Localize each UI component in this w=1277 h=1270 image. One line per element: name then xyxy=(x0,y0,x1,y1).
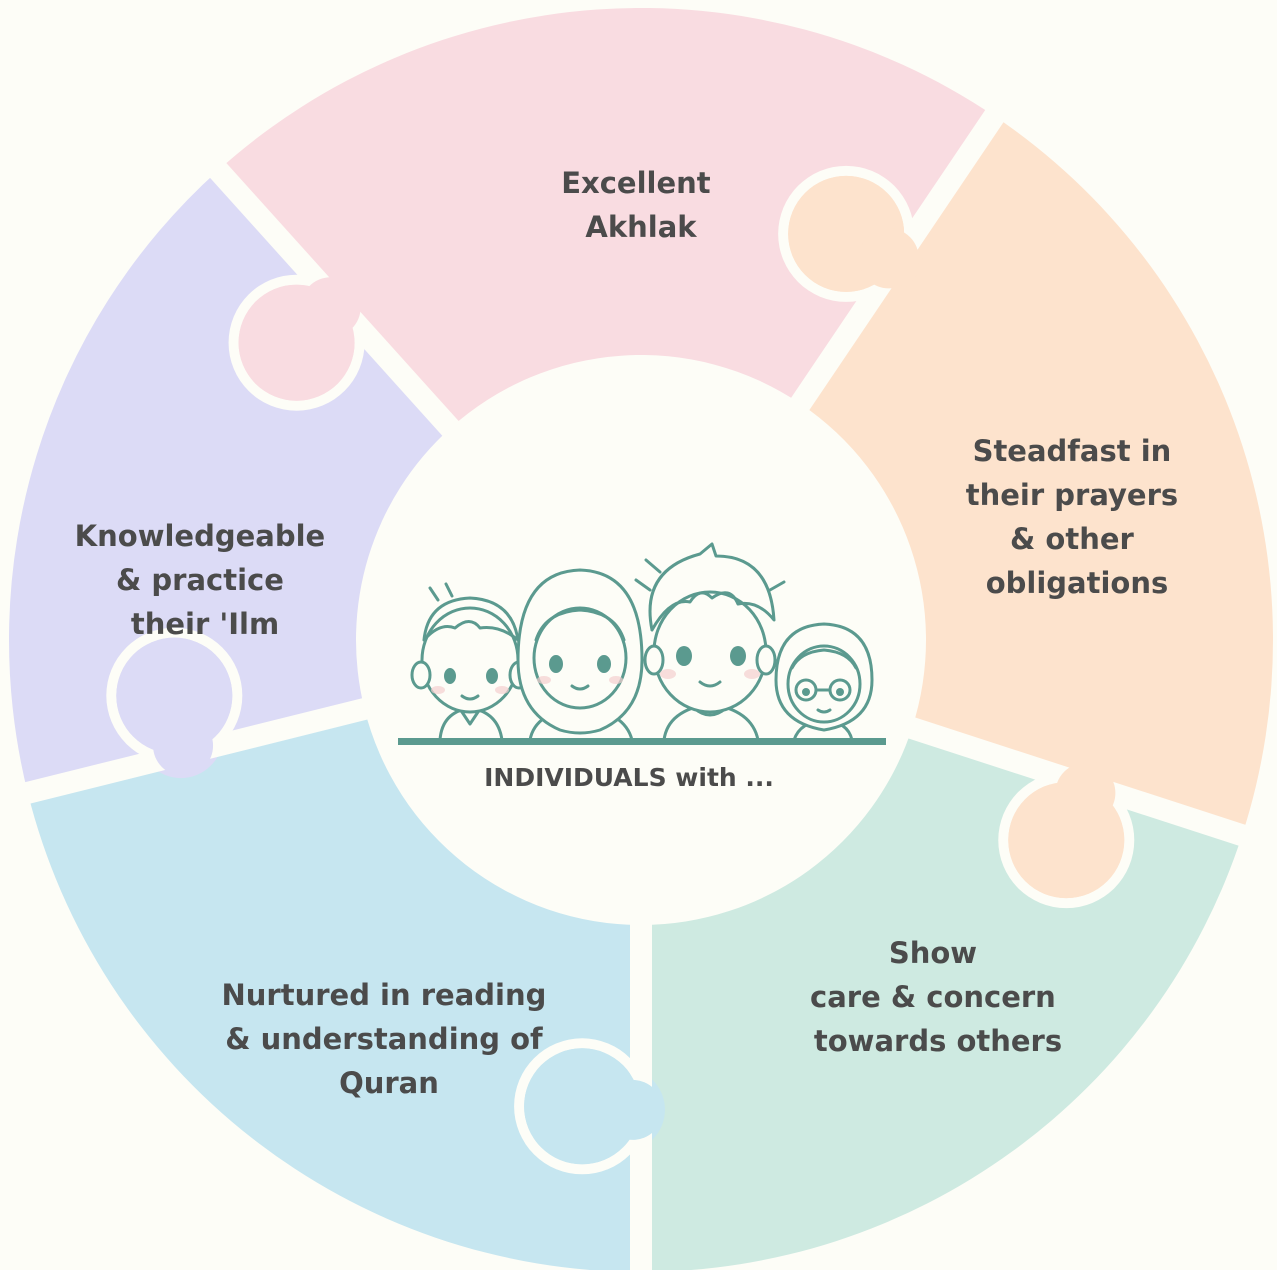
piece-line: Quran xyxy=(339,1066,439,1100)
puzzle-knob-bridge xyxy=(1055,763,1116,824)
piece-line: & practice xyxy=(116,563,284,597)
children-group-icon xyxy=(398,542,886,745)
puzzle-piece-quran xyxy=(27,708,641,1270)
ground-line xyxy=(398,738,886,745)
piece-line: care & concern xyxy=(810,980,1056,1014)
girl-glasses-icon xyxy=(774,622,874,742)
piece-line: Steadfast in xyxy=(973,434,1172,468)
puzzle-piece-akhlak xyxy=(218,8,995,429)
piece-line: their 'Ilm xyxy=(131,607,279,641)
piece-line: towards others xyxy=(814,1024,1062,1058)
piece-line: their prayers xyxy=(966,478,1178,512)
piece-label-care: Show care & concern towards others xyxy=(810,936,1066,1058)
puzzle-knob-bridge xyxy=(858,228,919,289)
center-caption: INDIVIDUALS with ... xyxy=(484,763,774,792)
piece-line: Knowledgeable xyxy=(75,519,326,553)
piece-line: & understanding of xyxy=(225,1022,543,1056)
piece-line: & other xyxy=(1010,522,1134,556)
girl-hijab-icon xyxy=(516,568,644,742)
piece-line: Excellent xyxy=(561,166,711,200)
piece-label-ilm: Knowledgeable & practice their 'Ilm xyxy=(75,519,336,641)
piece-label-prayers: Steadfast in their prayers & other oblig… xyxy=(966,434,1189,600)
piece-line: Akhlak xyxy=(585,210,697,244)
puzzle-knob-top xyxy=(524,1048,641,1165)
boy-tall-icon xyxy=(634,542,786,742)
piece-line: obligations xyxy=(986,566,1169,600)
piece-line: Nurtured in reading xyxy=(222,978,547,1012)
piece-line: Show xyxy=(889,936,977,970)
puzzle-knob-bridge xyxy=(300,277,361,338)
puzzle-knob-bridge xyxy=(602,1079,663,1140)
puzzle-knob-bridge xyxy=(153,715,214,776)
piece-label-akhlak: Excellent Akhlak xyxy=(561,166,721,244)
piece-label-quran: Nurtured in reading & understanding of Q… xyxy=(222,978,557,1100)
puzzle-piece-prayers xyxy=(800,116,1274,836)
